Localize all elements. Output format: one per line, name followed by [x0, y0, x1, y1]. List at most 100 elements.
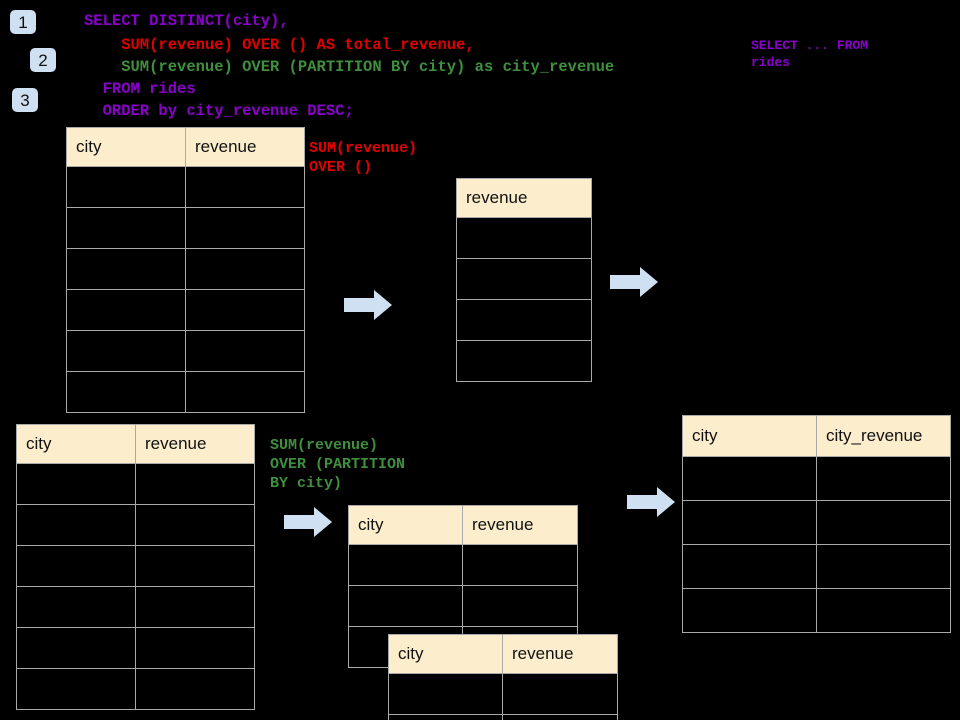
- table-cell: [135, 668, 255, 710]
- table-row: [16, 586, 255, 628]
- sql-line-order-by: ORDER by city_revenue DESC;: [84, 102, 354, 120]
- table-cell: [66, 330, 186, 372]
- step-badge-2: 2: [30, 48, 56, 72]
- table-cell: [462, 585, 578, 627]
- table-row: [16, 463, 255, 505]
- table-row: [16, 545, 255, 587]
- table-row: [388, 714, 618, 720]
- table-row: [388, 673, 618, 715]
- table-cell: [135, 627, 255, 669]
- column-header-revenue: revenue: [502, 634, 618, 674]
- table-cell: [135, 504, 255, 546]
- column-header-revenue: revenue: [185, 127, 305, 167]
- table-row: [348, 585, 578, 627]
- annotation-sum-over-empty: SUM(revenue) OVER (): [309, 140, 418, 177]
- table-row: [16, 627, 255, 669]
- table-cell: [682, 588, 817, 633]
- table-cell: [456, 258, 592, 300]
- table-final-result: city city_revenue: [682, 415, 951, 633]
- table-cell: [185, 371, 305, 413]
- table-row: [682, 500, 951, 545]
- table-row: [66, 207, 305, 249]
- table-row: [682, 544, 951, 589]
- table-row: [16, 504, 255, 546]
- table-cell: [348, 585, 463, 627]
- table-row: [456, 258, 592, 300]
- step-badge-3: 3: [12, 88, 38, 112]
- annotation-sum-over-partition: SUM(revenue) OVER (PARTITION BY city): [270, 437, 406, 493]
- table-row: [66, 371, 305, 413]
- table-cell: [502, 673, 618, 715]
- table-cell: [682, 456, 817, 501]
- table-cell: [16, 504, 136, 546]
- table-cell: [16, 586, 136, 628]
- sql-line-select-distinct: SELECT DISTINCT(city),: [84, 12, 289, 30]
- sql-line-from-rides: FROM rides: [84, 80, 196, 98]
- table-total-revenue: revenue: [456, 178, 592, 382]
- arrow-source-to-total-icon: [344, 290, 392, 320]
- annotation-select-from-rides: SELECT ... FROM rides: [751, 38, 869, 70]
- table-cell: [816, 544, 951, 589]
- table-row: [682, 588, 951, 633]
- sql-line-city-revenue: SUM(revenue) OVER (PARTITION BY city) as…: [84, 58, 615, 76]
- table-header-row: city city_revenue: [682, 415, 951, 457]
- table-header-row: city revenue: [66, 127, 305, 167]
- table-cell: [16, 463, 136, 505]
- table-cell: [456, 299, 592, 341]
- table-cell: [456, 217, 592, 259]
- table-cell: [185, 207, 305, 249]
- column-header-city: city: [348, 505, 463, 545]
- table-cell: [66, 166, 186, 208]
- table-rides-source-bottom: city revenue: [16, 424, 255, 710]
- column-header-revenue: revenue: [135, 424, 255, 464]
- arrow-source-to-partition-icon: [284, 507, 332, 537]
- table-cell: [66, 371, 186, 413]
- table-cell: [185, 330, 305, 372]
- table-cell: [185, 166, 305, 208]
- table-cell: [135, 545, 255, 587]
- table-row: [682, 456, 951, 501]
- table-cell: [185, 248, 305, 290]
- sql-line-total-revenue: SUM(revenue) OVER () AS total_revenue,: [84, 36, 475, 54]
- table-row: [456, 340, 592, 382]
- table-cell: [16, 668, 136, 710]
- table-cell: [682, 500, 817, 545]
- table-cell: [16, 545, 136, 587]
- table-cell: [388, 714, 503, 720]
- arrow-partition-to-final-icon: [627, 487, 675, 517]
- table-row: [66, 289, 305, 331]
- arrow-total-to-final-icon: [610, 267, 658, 297]
- table-cell: [682, 544, 817, 589]
- table-cell: [456, 340, 592, 382]
- table-cell: [388, 673, 503, 715]
- table-cell: [16, 627, 136, 669]
- table-cell: [135, 586, 255, 628]
- table-cell: [816, 456, 951, 501]
- table-header-row: city revenue: [348, 505, 578, 545]
- column-header-city-revenue: city_revenue: [816, 415, 951, 457]
- table-row: [16, 668, 255, 710]
- table-row: [456, 299, 592, 341]
- table-rides-source-top: city revenue: [66, 127, 305, 413]
- step-badge-1: 1: [10, 10, 36, 34]
- table-row: [66, 330, 305, 372]
- table-cell: [816, 588, 951, 633]
- table-row: [348, 544, 578, 586]
- table-cell: [462, 544, 578, 586]
- table-cell: [185, 289, 305, 331]
- table-cell: [135, 463, 255, 505]
- table-row: [66, 248, 305, 290]
- table-header-row: revenue: [456, 178, 592, 218]
- table-cell: [502, 714, 618, 720]
- table-cell: [66, 207, 186, 249]
- table-row: [66, 166, 305, 208]
- table-header-row: city revenue: [16, 424, 255, 464]
- column-header-city: city: [682, 415, 817, 457]
- table-header-row: city revenue: [388, 634, 618, 674]
- table-row: [456, 217, 592, 259]
- column-header-revenue: revenue: [456, 178, 592, 218]
- column-header-city: city: [16, 424, 136, 464]
- table-cell: [348, 544, 463, 586]
- table-cell: [816, 500, 951, 545]
